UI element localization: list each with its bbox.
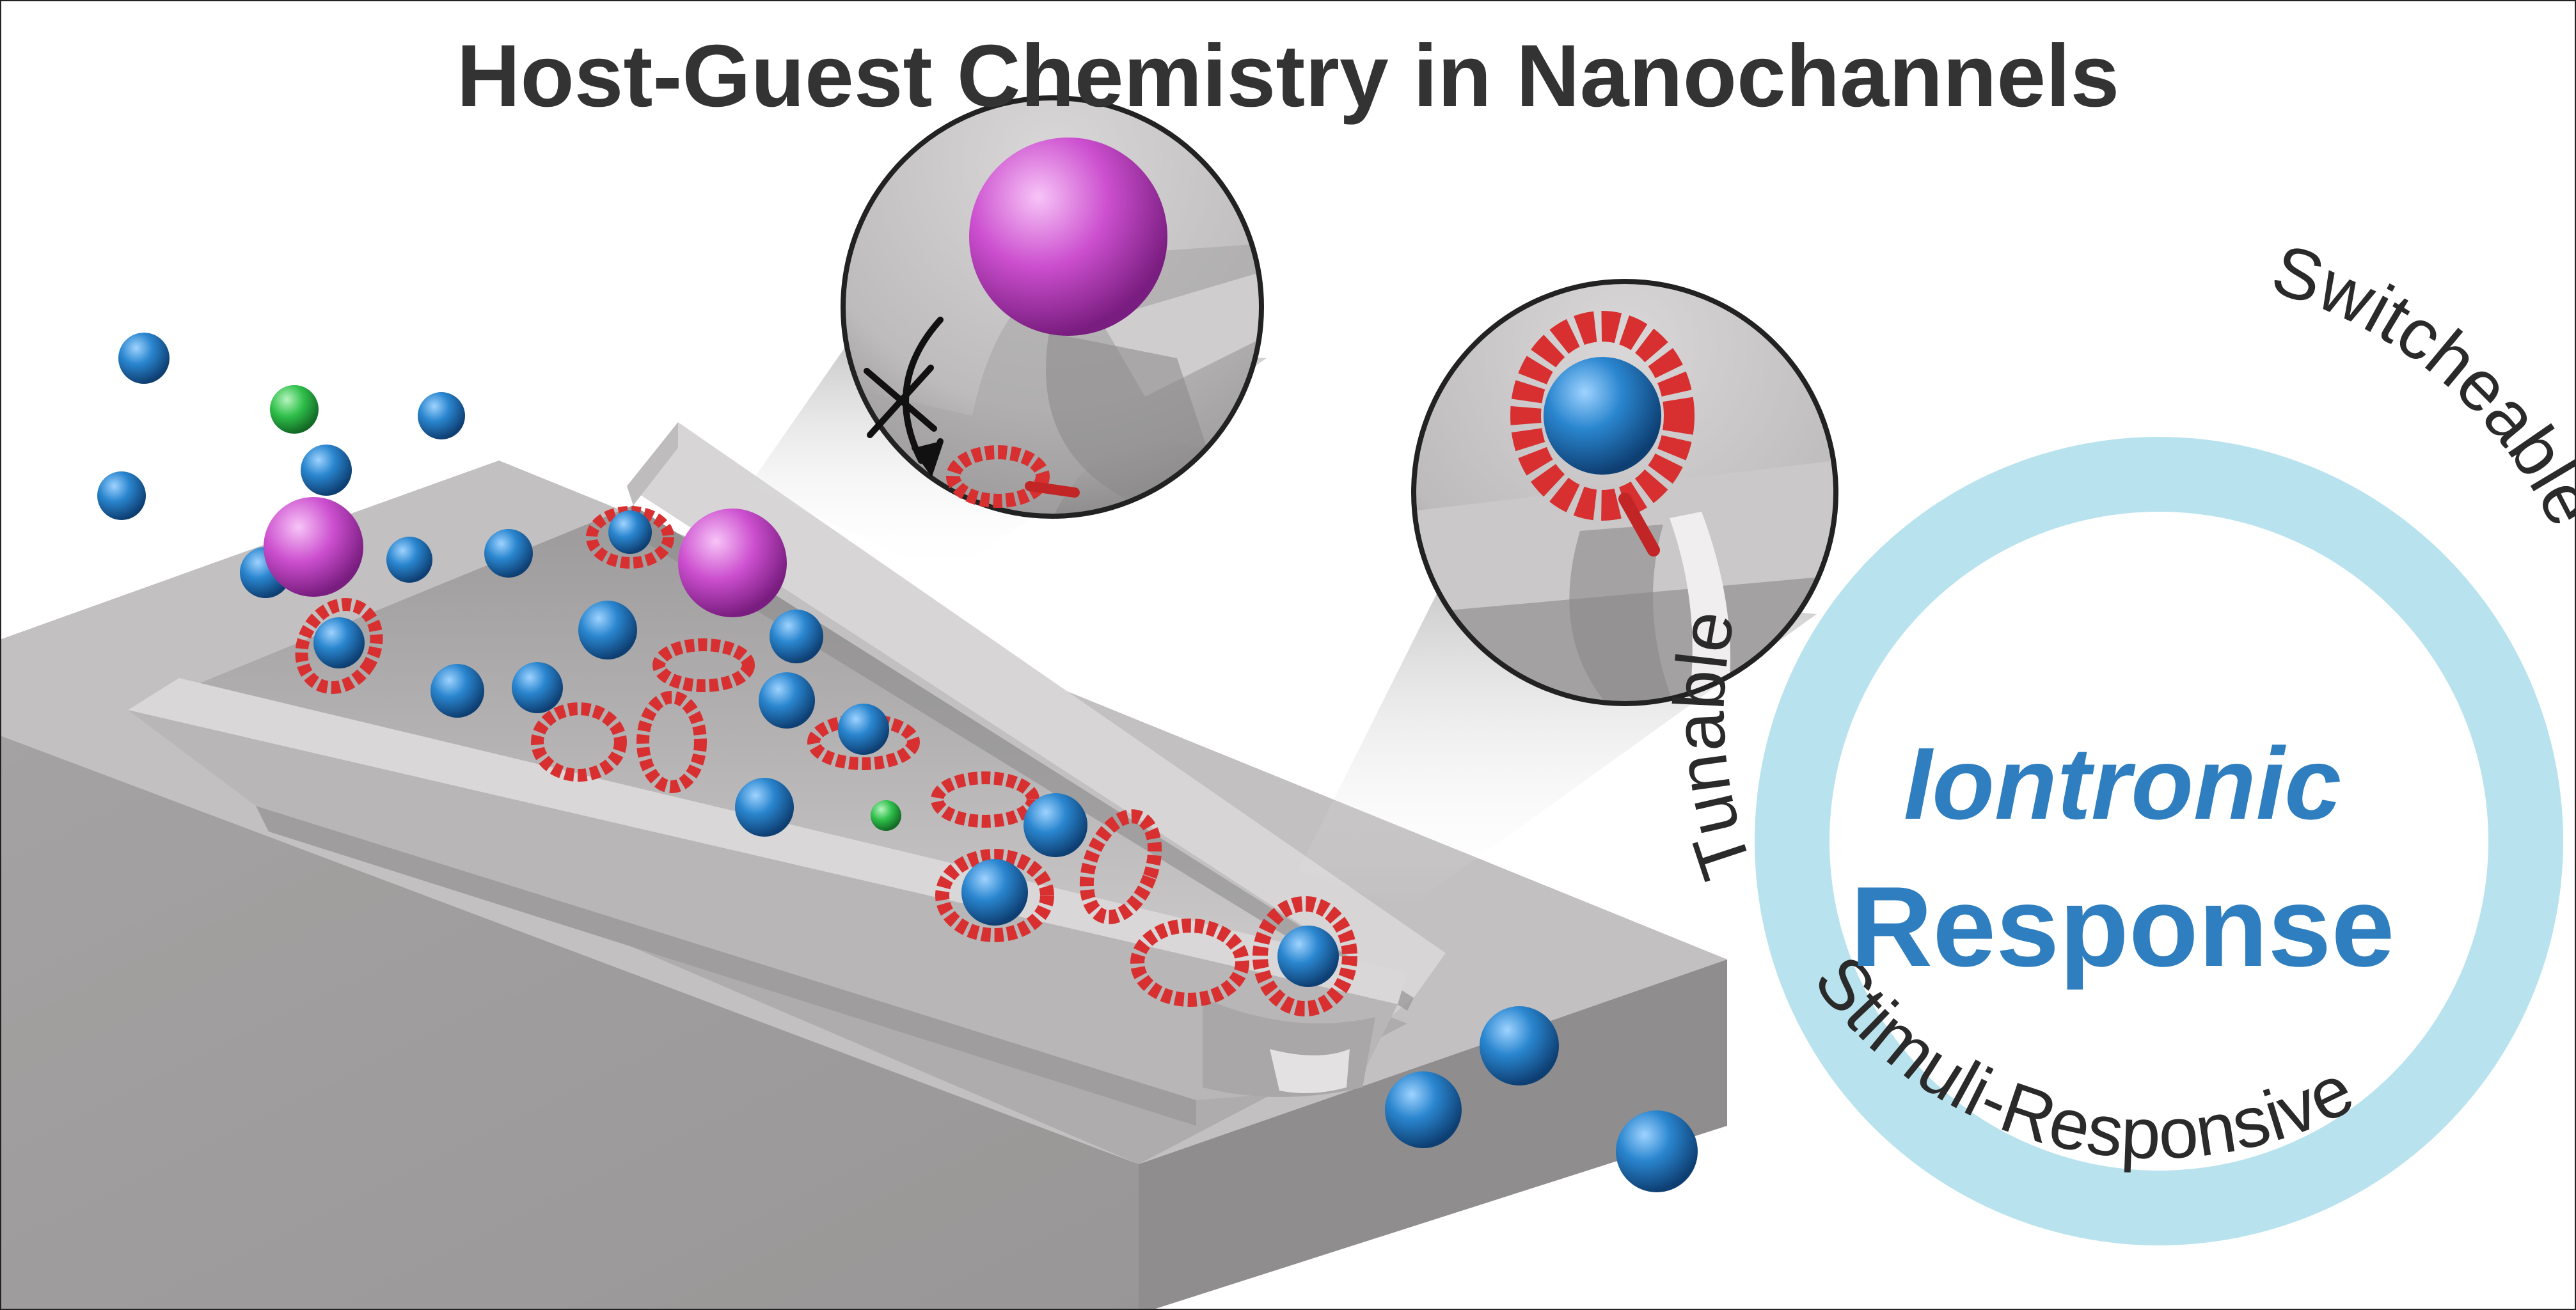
green-ions [270,385,901,831]
blue-guest-ion-inset [1544,357,1661,475]
blue-guest-ions [97,333,1698,1192]
magenta-guest-ions [264,497,787,617]
magenta-guest-ion-inset [969,138,1167,336]
page-title: Host-Guest Chemistry in Nanochannels [456,27,2120,125]
badge-center [1829,512,2488,1171]
host-rings [295,506,1357,1016]
inset-blocked-transport [841,95,1264,519]
badge-center-line2: Response [1851,863,2395,990]
nanochannel [128,422,1446,1126]
badge-center-line1: Iontronic [1904,726,2341,840]
response-badge: Tunable Switcheable Stimuli-Responsive I… [1659,229,2576,1245]
host-ring-inset-1 [946,445,1080,508]
blocked-cross-icon [864,317,944,477]
